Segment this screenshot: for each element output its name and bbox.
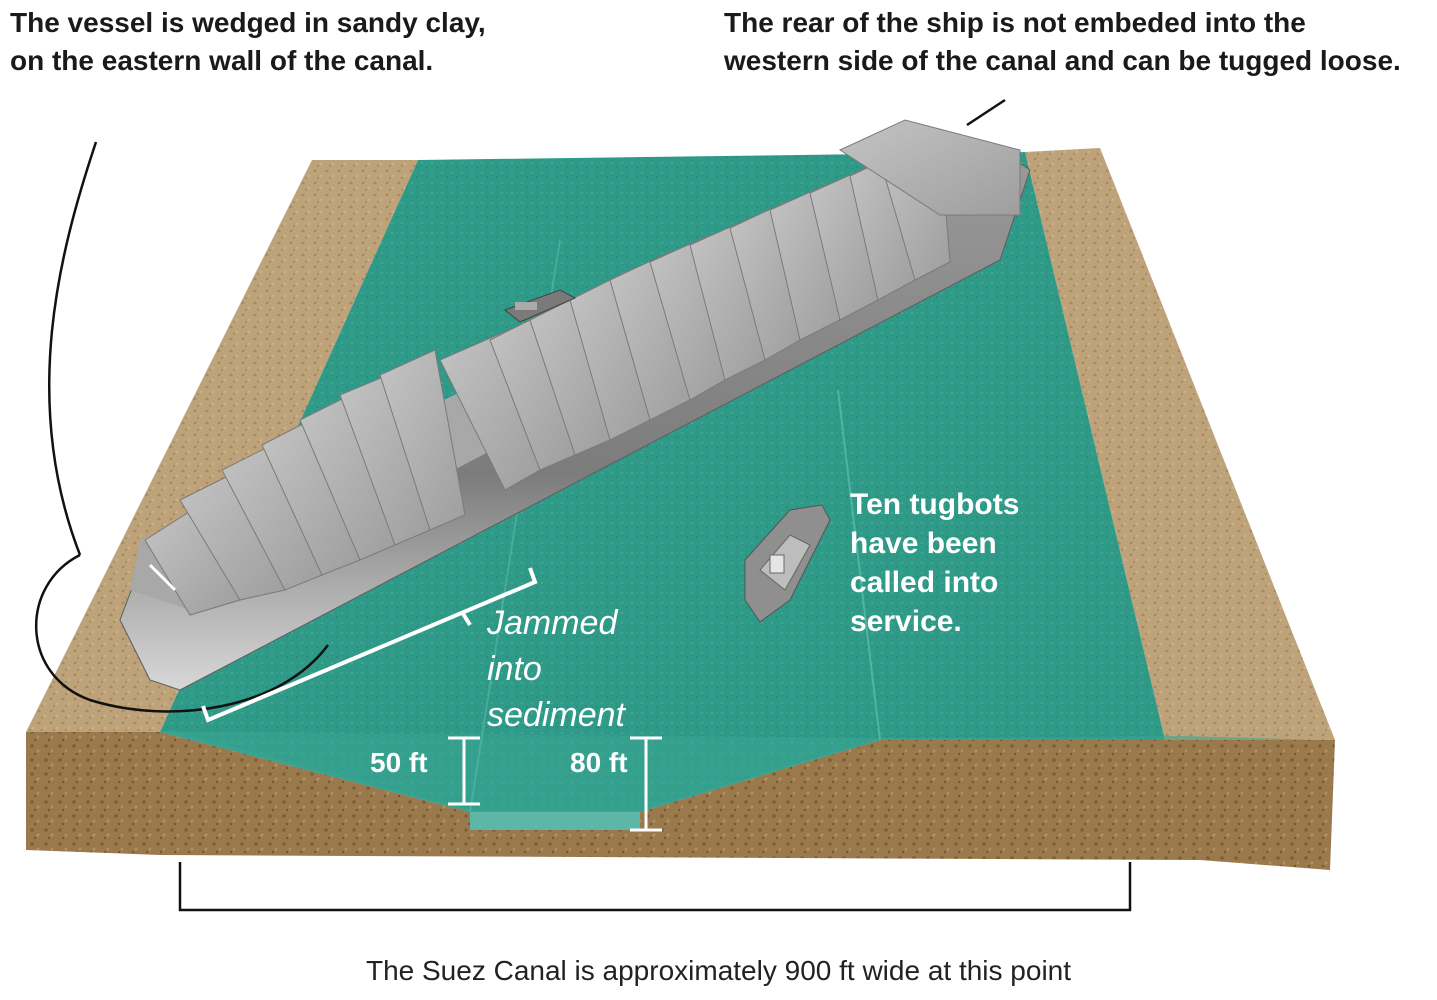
earth-front-left xyxy=(26,732,1335,870)
jammed-label: Jammed into sediment xyxy=(486,604,627,734)
depth-label-80: 80 ft xyxy=(570,747,628,778)
vessel-callout-line xyxy=(47,141,98,556)
caption-line: on the eastern wall of the canal. xyxy=(10,45,434,76)
tugboat-distant xyxy=(503,289,577,323)
tugboat xyxy=(744,504,831,623)
caption-line: The vessel is wedged in sandy clay, xyxy=(10,7,486,38)
depth-label-50: 50 ft xyxy=(370,747,428,778)
rear-ship-caption: The rear of the ship is not embeded into… xyxy=(724,4,1434,80)
canal-water xyxy=(160,152,1165,812)
bow-marking xyxy=(148,563,177,592)
sand-bank-left xyxy=(26,160,418,732)
depth-marker-50 xyxy=(448,736,480,806)
bow-highlight-circle xyxy=(35,553,330,713)
caption-line: western side of the canal and can be tug… xyxy=(724,45,1401,76)
caption-line: The rear of the ship is not embeded into… xyxy=(724,7,1306,38)
stern-callout-line xyxy=(966,98,1006,127)
jammed-bracket xyxy=(201,567,538,723)
tugboat-label: Ten tugbots have been called into servic… xyxy=(850,488,1028,638)
width-bracket xyxy=(178,862,1132,912)
water-front-channel xyxy=(160,732,1165,830)
canal-width-caption: The Suez Canal is approximately 900 ft w… xyxy=(365,955,1072,986)
sand-bank-right xyxy=(1025,148,1335,740)
vessel-wedged-caption: The vessel is wedged in sandy clay, on t… xyxy=(10,4,630,80)
depth-marker-80 xyxy=(630,736,662,832)
channel-guide-line xyxy=(837,389,881,741)
containers xyxy=(144,119,1021,616)
